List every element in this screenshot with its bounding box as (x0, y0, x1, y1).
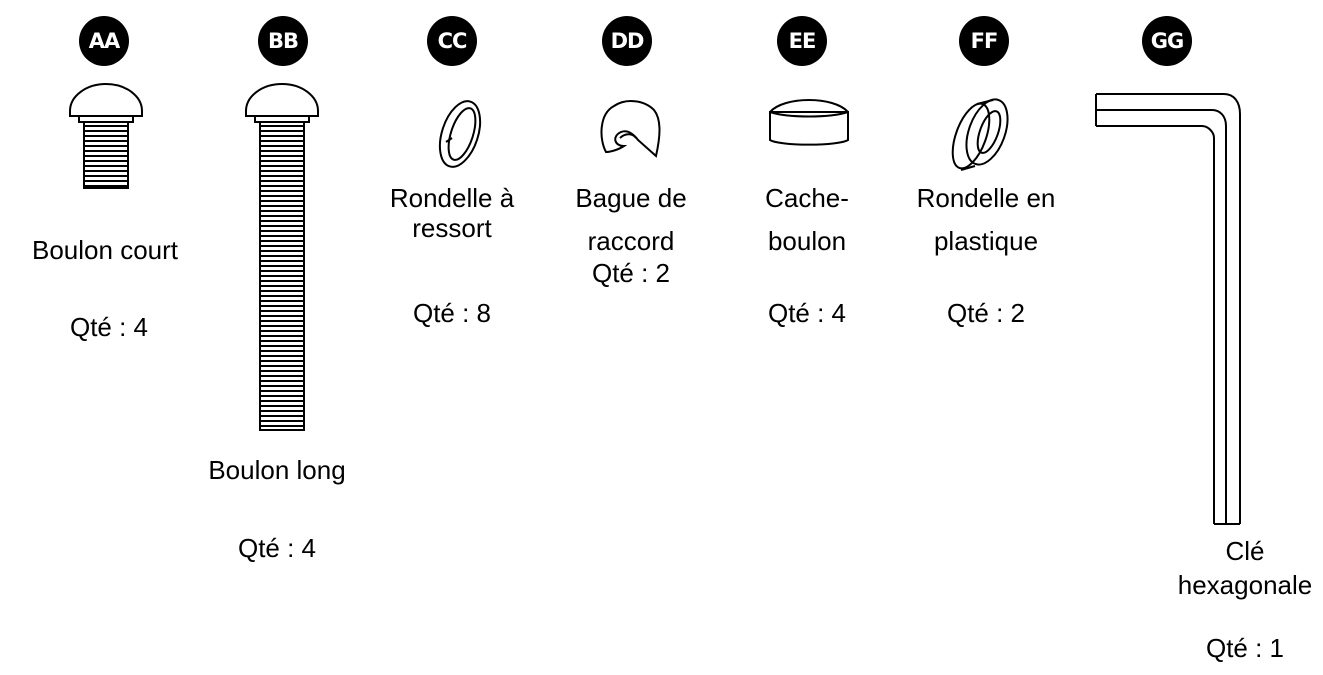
label-connecting-ring-line1: Bague de (575, 183, 687, 213)
plastic-washer-icon (951, 98, 1009, 171)
badge-aa: AA (79, 16, 129, 66)
label-hex-key-line2: hexagonale (1177, 570, 1313, 600)
qty-connecting-ring: Qté : 2 (591, 258, 671, 288)
badge-cc: CC (427, 16, 477, 66)
label-short-bolt: Boulon court (32, 235, 178, 265)
bolt-cover-icon (769, 99, 849, 146)
label-plastic-washer-line2: plastique (933, 226, 1039, 256)
label-spring-washer-line2: ressort (412, 213, 492, 243)
hex-key-icon (1095, 93, 1241, 525)
badge-dd: DD (602, 16, 652, 66)
qty-long-bolt: Qté : 4 (237, 533, 317, 563)
badge-gg: GG (1142, 16, 1192, 66)
long-bolt-icon (245, 83, 319, 431)
qty-plastic-washer: Qté : 2 (946, 298, 1026, 328)
connecting-ring-icon (600, 100, 661, 158)
label-bolt-cover-line2: boulon (767, 226, 847, 256)
label-long-bolt: Boulon long (208, 455, 346, 485)
label-spring-washer-line1: Rondelle à (389, 183, 515, 213)
label-hex-key-line1: Clé (1225, 536, 1265, 566)
short-bolt-icon (69, 83, 143, 189)
spring-washer-icon (438, 100, 482, 168)
badge-ff: FF (959, 16, 1009, 66)
qty-bolt-cover: Qté : 4 (767, 298, 847, 328)
label-plastic-washer-line1: Rondelle en (916, 183, 1056, 213)
badge-bb: BB (258, 16, 308, 66)
badge-ee: EE (777, 16, 827, 66)
label-connecting-ring-line2: raccord (587, 226, 675, 256)
qty-short-bolt: Qté : 4 (69, 312, 149, 342)
qty-spring-washer: Qté : 8 (412, 298, 492, 328)
label-bolt-cover-line1: Cache- (765, 183, 849, 213)
qty-hex-key: Qté : 1 (1205, 633, 1285, 663)
